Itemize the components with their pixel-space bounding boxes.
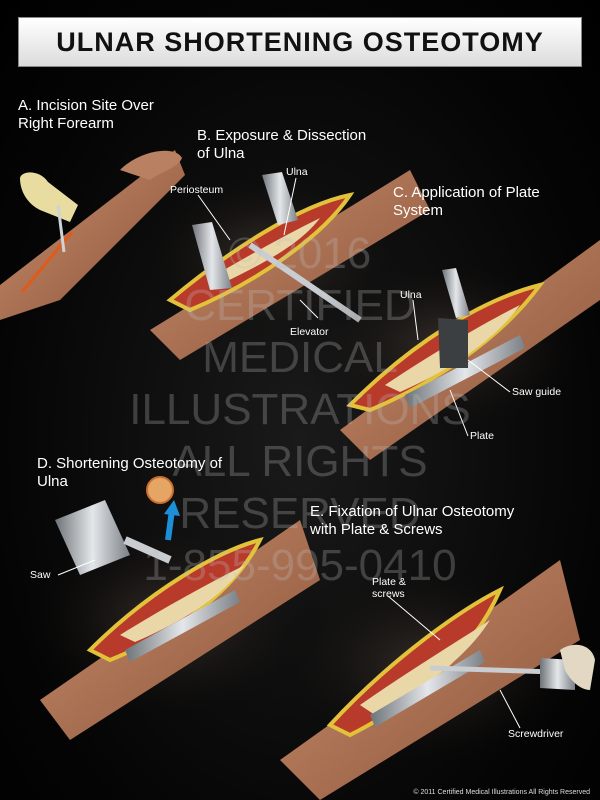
page-title: ULNAR SHORTENING OSTEOTOMY: [56, 26, 544, 57]
panel-b-label: B. Exposure & Dissection of Ulna: [197, 127, 367, 162]
leader-ulna-c: [412, 299, 419, 341]
callout-elevator: Elevator: [290, 326, 329, 338]
panel-a-forearm: [0, 150, 185, 320]
copyright-notice: © 2011 Certified Medical Illustrations A…: [413, 789, 590, 796]
leader-plate: [449, 389, 469, 437]
panel-c-plate: [300, 240, 600, 460]
callout-ulna-b: Ulna: [286, 166, 308, 178]
callout-plate-screws: Plate & screws: [372, 576, 406, 600]
title-bar: ULNAR SHORTENING OSTEOTOMY: [18, 17, 582, 67]
panel-e-fixation: [265, 555, 595, 800]
leader-screwdriver: [499, 689, 521, 729]
leader-saw-guide: [467, 359, 511, 393]
panel-d-osteotomy: [10, 476, 330, 740]
callout-periosteum: Periosteum: [170, 184, 224, 196]
panel-c-label: C. Application of Plate System: [393, 184, 540, 219]
callout-ulna-c: Ulna: [400, 289, 422, 301]
leader-periosteum: [197, 194, 231, 241]
panel-d-label: D. Shortening Osteotomy of Ulna: [37, 455, 223, 490]
panel-a-label: A. Incision Site Over Right Forearm: [18, 97, 154, 132]
callout-saw: Saw: [30, 569, 51, 581]
leader-plate-screws: [387, 595, 441, 641]
callout-screwdriver: Screwdriver: [508, 728, 564, 740]
callout-plate: Plate: [470, 430, 494, 442]
leader-saw: [57, 559, 96, 576]
callout-saw-guide: Saw guide: [512, 386, 562, 398]
leader-ulna-b: [283, 177, 297, 236]
watermark: © 2016 CERTIFIED MEDICAL ILLUSTRATIONS A…: [129, 229, 471, 590]
leader-lines: [57, 177, 521, 729]
panel-e-label: E. Fixation of Ulnar Osteotomy with Plat…: [310, 503, 515, 538]
leader-elevator: [299, 299, 319, 319]
